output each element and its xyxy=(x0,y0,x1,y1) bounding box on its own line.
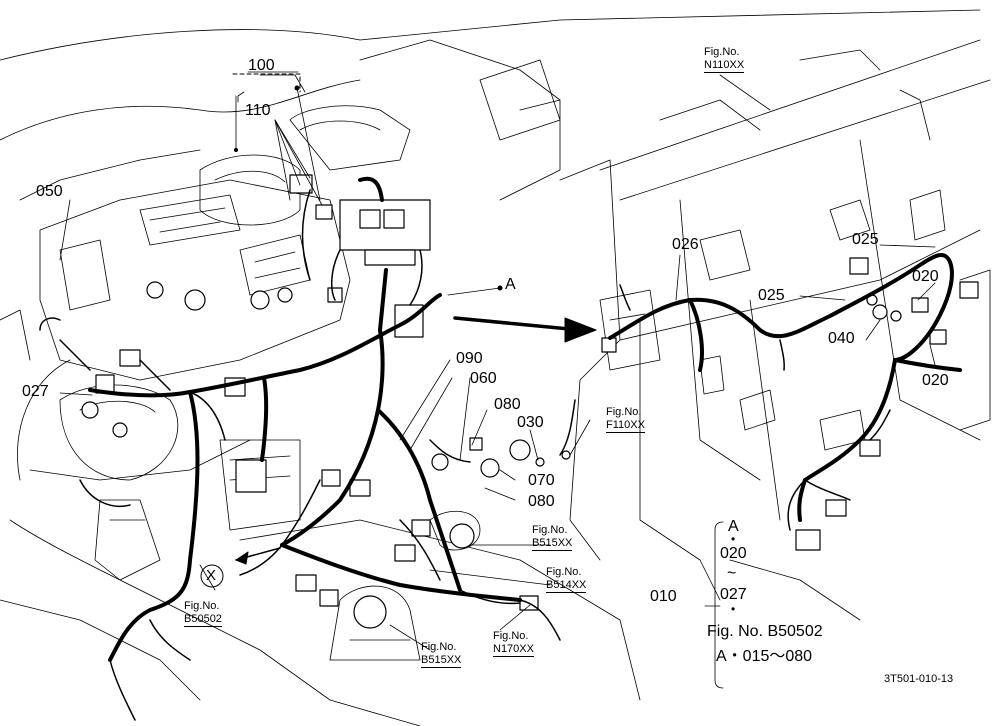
legend-from: 020 xyxy=(720,545,747,562)
drawing-code: 3T501-010-13 xyxy=(884,673,954,685)
figref-b50502: Fig.No. B50502 xyxy=(184,600,222,627)
figref-label: Fig.No. xyxy=(606,406,642,418)
figref-b514: Fig.No. B514XX xyxy=(546,566,587,593)
callout-026: 026 xyxy=(672,236,699,253)
legend-range: A・015～080 xyxy=(716,648,813,665)
callout-020-top: 020 xyxy=(912,268,939,285)
legend-dot-1: • xyxy=(731,532,736,546)
callout-a: A xyxy=(505,276,516,293)
figref-b515-top: Fig.No. B515XX xyxy=(532,524,573,551)
figref-number: N170XX xyxy=(493,643,534,657)
bracket-100 xyxy=(232,73,301,93)
legend-main-number: 010 xyxy=(650,588,677,605)
components xyxy=(95,174,979,611)
callout-080-bottom: 080 xyxy=(528,493,555,510)
figref-label: Fig.No. xyxy=(493,630,529,642)
callout-080-top: 080 xyxy=(494,396,521,413)
figref-number: F110XX xyxy=(606,419,645,433)
callout-070: 070 xyxy=(528,472,555,489)
branch-wires xyxy=(39,189,891,721)
legend-dot-2: • xyxy=(731,602,736,616)
main-harness xyxy=(88,176,962,662)
figref-label: Fig.No. xyxy=(532,524,568,536)
legend-fig: Fig. No. B50502 xyxy=(707,623,823,640)
direction-arrow xyxy=(453,316,582,332)
figref-label: Fig.No. xyxy=(421,641,457,653)
leader-lines xyxy=(59,71,936,689)
figref-b515-bottom: Fig.No. B515XX xyxy=(421,641,462,668)
figref-label: Fig.No. xyxy=(704,46,740,58)
x-arrowhead xyxy=(235,551,249,565)
figref-f110: Fig.No. F110XX xyxy=(606,406,645,433)
callout-040: 040 xyxy=(828,330,855,347)
callout-x: X xyxy=(206,567,217,584)
callout-090: 090 xyxy=(456,350,483,367)
callout-050: 050 xyxy=(36,183,63,200)
callout-100: 100 xyxy=(248,57,275,74)
round-parts xyxy=(81,281,902,629)
callout-025-top: 025 xyxy=(852,231,879,248)
figref-n170: Fig.No. N170XX xyxy=(493,630,534,657)
figref-label: Fig.No. xyxy=(184,600,220,612)
legend-tilde: ~ xyxy=(727,565,737,582)
figref-label: Fig.No. xyxy=(546,566,582,578)
callout-027: 027 xyxy=(22,383,49,400)
callout-110: 110 xyxy=(245,102,271,119)
direction-arrowhead xyxy=(564,317,597,343)
figref-number: B515XX xyxy=(532,537,573,551)
legend-a: A xyxy=(728,518,739,535)
legend-to: 027 xyxy=(720,586,747,603)
figref-number: B515XX xyxy=(421,654,462,668)
figref-n110: Fig.No. N110XX xyxy=(704,46,745,73)
callout-030: 030 xyxy=(517,414,544,431)
x-marker-circle xyxy=(200,564,224,588)
figref-number: N110XX xyxy=(704,59,745,73)
callout-020-bottom: 020 xyxy=(922,372,949,389)
figref-number: B514XX xyxy=(546,579,587,593)
callout-060: 060 xyxy=(470,370,497,387)
figref-number: B50502 xyxy=(184,613,222,627)
callout-025-mid: 025 xyxy=(758,287,785,304)
leader-dots xyxy=(234,85,503,291)
